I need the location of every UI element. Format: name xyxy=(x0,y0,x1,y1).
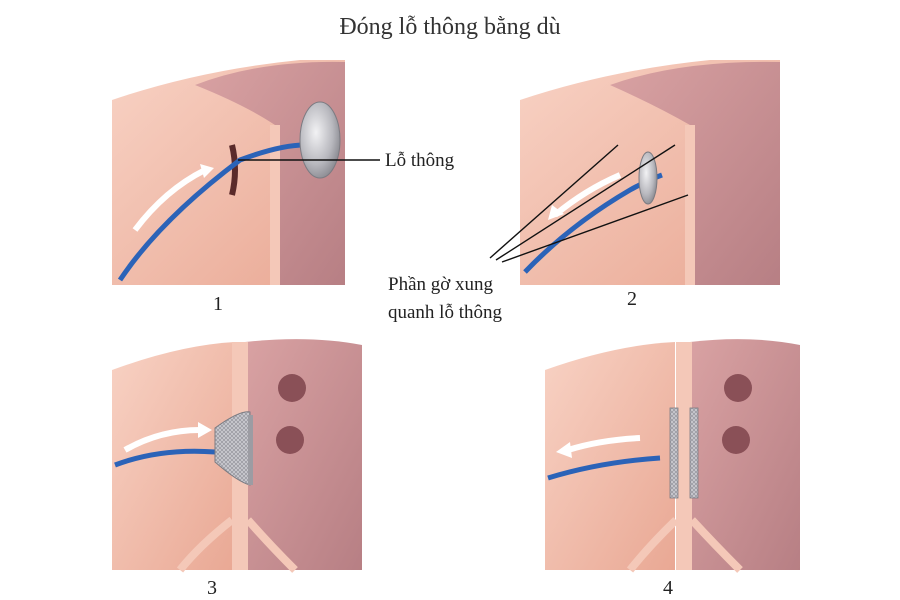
panel-4-catheter xyxy=(547,455,661,481)
panel-2 xyxy=(489,60,780,285)
step-number-3: 3 xyxy=(207,577,217,599)
panel-2-leader-line-1 xyxy=(489,144,619,259)
label-hole: Lỗ thông xyxy=(385,150,455,171)
panel-1-arrowhead xyxy=(200,164,214,178)
panel-3 xyxy=(112,339,362,573)
panel-4-vessel-2 xyxy=(722,426,750,454)
panel-3-arrowhead xyxy=(198,422,212,438)
step-number-1: 1 xyxy=(213,293,223,315)
panel-2-arrow xyxy=(553,172,622,218)
panel-4-arrowhead xyxy=(556,442,572,458)
panel-2-leader-line-3 xyxy=(501,194,689,263)
panel-3-arrow xyxy=(123,427,201,453)
panel-4-septum-base xyxy=(626,517,743,573)
panel-1-catheter xyxy=(117,142,306,282)
panel-4-device-left-disc xyxy=(669,407,679,499)
panel-3-device-right-disc xyxy=(248,415,253,485)
panel-1-hole xyxy=(229,144,238,196)
panel-4-septum xyxy=(676,342,692,570)
panel-4-arrow xyxy=(567,435,641,453)
panel-2-leader-line-2 xyxy=(495,144,676,261)
panel-2-device xyxy=(638,151,658,205)
panel-3-septum-base xyxy=(176,516,298,573)
panel-4 xyxy=(545,339,800,573)
panel-4-tissue-left xyxy=(545,342,675,570)
step-number-4: 4 xyxy=(663,577,673,599)
panel-1-device xyxy=(299,101,341,179)
page-title: Đóng lỗ thông bằng dù xyxy=(339,14,560,40)
panel-3-chamber-right xyxy=(245,339,362,570)
step-number-2: 2 xyxy=(627,288,637,310)
panel-4-vessel-1 xyxy=(724,374,752,402)
label-rim-line1: Phần gờ xung xyxy=(388,274,494,295)
panel-3-tissue-left xyxy=(112,342,235,570)
panel-4-device-right-disc xyxy=(689,407,699,499)
panel-3-vessel-2 xyxy=(276,426,304,454)
panel-1-arrow xyxy=(132,167,207,232)
label-rim-line2: quanh lỗ thông xyxy=(388,302,502,323)
panel-1 xyxy=(112,60,380,285)
panel-3-vessel-1 xyxy=(278,374,306,402)
panel-2-arrowhead xyxy=(548,205,564,220)
panel-3-catheter xyxy=(114,448,216,468)
panel-4-chamber-right xyxy=(690,339,800,570)
